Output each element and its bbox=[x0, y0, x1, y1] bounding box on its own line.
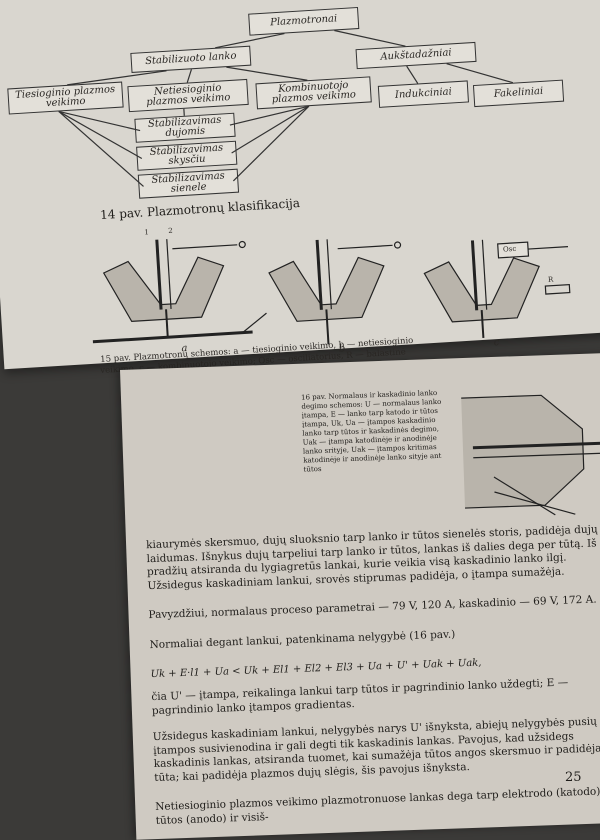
fig16-caption: 16 pav. Normalaus ir kaskadinio lanko de… bbox=[301, 389, 444, 475]
paragraph-5: Užsidegus kaskadiniam lankui, nelygybės … bbox=[153, 715, 600, 785]
schema-label-2: 2 bbox=[168, 227, 173, 235]
schema-label-osc: Osc bbox=[503, 245, 517, 254]
inequality-formula: Uk + E·l1 + Ua < Uk + El1 + El2 + El3 + … bbox=[150, 658, 481, 681]
schema-label-c: c bbox=[493, 337, 499, 348]
paragraph-6: Netiesioginio plazmos veikimo plazmotron… bbox=[155, 785, 600, 828]
schema-label-r: R bbox=[548, 276, 554, 284]
upper-page: Plazmotronai Stabilizuoto lanko Aukštada… bbox=[0, 0, 600, 369]
schema-label-1: 1 bbox=[144, 228, 149, 236]
paragraph-1: kiaurymės skersmuo, dujų sluoksnio tarp … bbox=[146, 523, 600, 593]
schema-b-drawing bbox=[267, 235, 406, 348]
fig16-drawing bbox=[450, 373, 600, 529]
diagram-connectors bbox=[0, 0, 600, 369]
page-number: 25 bbox=[565, 770, 582, 785]
paragraph-2: Pavyzdžiui, normalaus proceso parametrai… bbox=[148, 593, 600, 623]
lower-page: 16 pav. Normalaus ir kaskadinio lanko de… bbox=[120, 352, 600, 840]
schema-a-drawing bbox=[87, 233, 268, 342]
schema-c-drawing bbox=[423, 235, 574, 342]
paragraph-4: čia U' — įtampa, reikalinga lankui tarp … bbox=[151, 675, 600, 718]
paragraph-3: Normaliai degant lankui, patenkinama nel… bbox=[149, 623, 600, 653]
